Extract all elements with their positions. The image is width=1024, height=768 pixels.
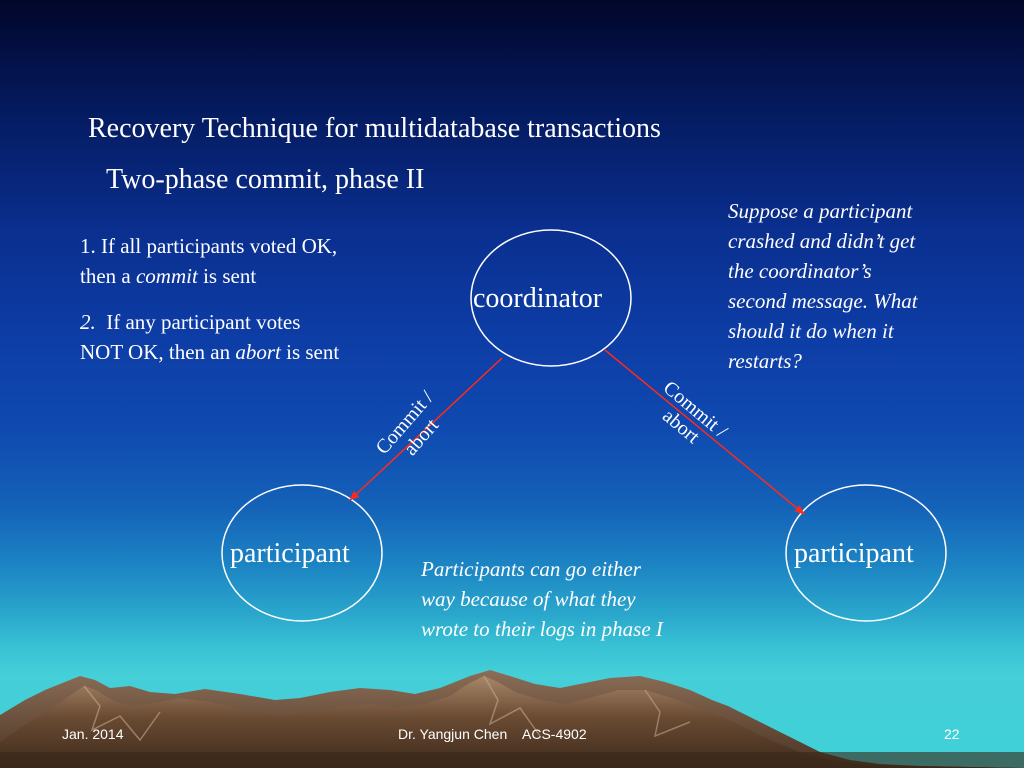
footer-date: Jan. 2014	[62, 726, 124, 742]
note-bottom-line: way because of what they	[421, 587, 636, 611]
note-right-line: Suppose a participant	[728, 199, 913, 223]
participant-left-label: participant	[230, 538, 350, 569]
rule-commit-line1: 1. If all participants voted OK,	[80, 234, 338, 258]
slide-title: Recovery Technique for multidatabase tra…	[88, 113, 661, 144]
slide-subtitle: Two-phase commit, phase II	[106, 164, 425, 195]
arrow-to-left-participant	[349, 357, 503, 501]
note-participants: Participants can go either way because o…	[421, 554, 663, 644]
rule-commit: 1. If all participants voted OK, then a …	[80, 231, 337, 291]
rule-abort-line2: NOT OK, then an abort is sent	[80, 337, 339, 367]
note-right-line: second message. What	[728, 289, 918, 313]
footer-author-course: Dr. Yangjun Chen ACS-4902	[398, 726, 587, 742]
rule-abort-emphasis: abort	[235, 340, 281, 364]
coordinator-node	[470, 229, 632, 367]
participant-node-left	[221, 484, 383, 622]
rule-commit-line2: then a commit is sent	[80, 261, 337, 291]
participant-node-right	[785, 484, 947, 622]
rule-abort-post: is sent	[280, 340, 340, 364]
arrow-to-right-participant	[604, 349, 805, 515]
note-crash-question: Suppose a participant crashed and didn’t…	[728, 196, 918, 376]
rule-commit-post: is sent	[197, 264, 257, 288]
rule-abort-pre: NOT OK, then an	[80, 340, 236, 364]
footer-page-number: 22	[944, 726, 960, 742]
note-bottom-line: wrote to their logs in phase I	[421, 617, 663, 641]
note-right-line: should it do when it	[728, 319, 894, 343]
note-bottom-line: Participants can go either	[421, 557, 641, 581]
rule-commit-emphasis: commit	[135, 264, 198, 288]
rule-abort: 2. If any participant votes NOT OK, then…	[80, 307, 339, 367]
coordinator-label: coordinator	[473, 283, 603, 314]
participant-right-label: participant	[794, 538, 914, 569]
note-right-line: restarts?	[728, 349, 802, 373]
rule-commit-pre: then a	[80, 264, 136, 288]
rule-abort-text: If any participant votes	[95, 310, 301, 334]
rule-abort-line1: 2. If any participant votes	[80, 307, 339, 337]
rule-abort-number: 2.	[80, 310, 96, 334]
note-right-line: the coordinator’s	[728, 259, 872, 283]
note-right-line: crashed and didn’t get	[728, 229, 916, 253]
